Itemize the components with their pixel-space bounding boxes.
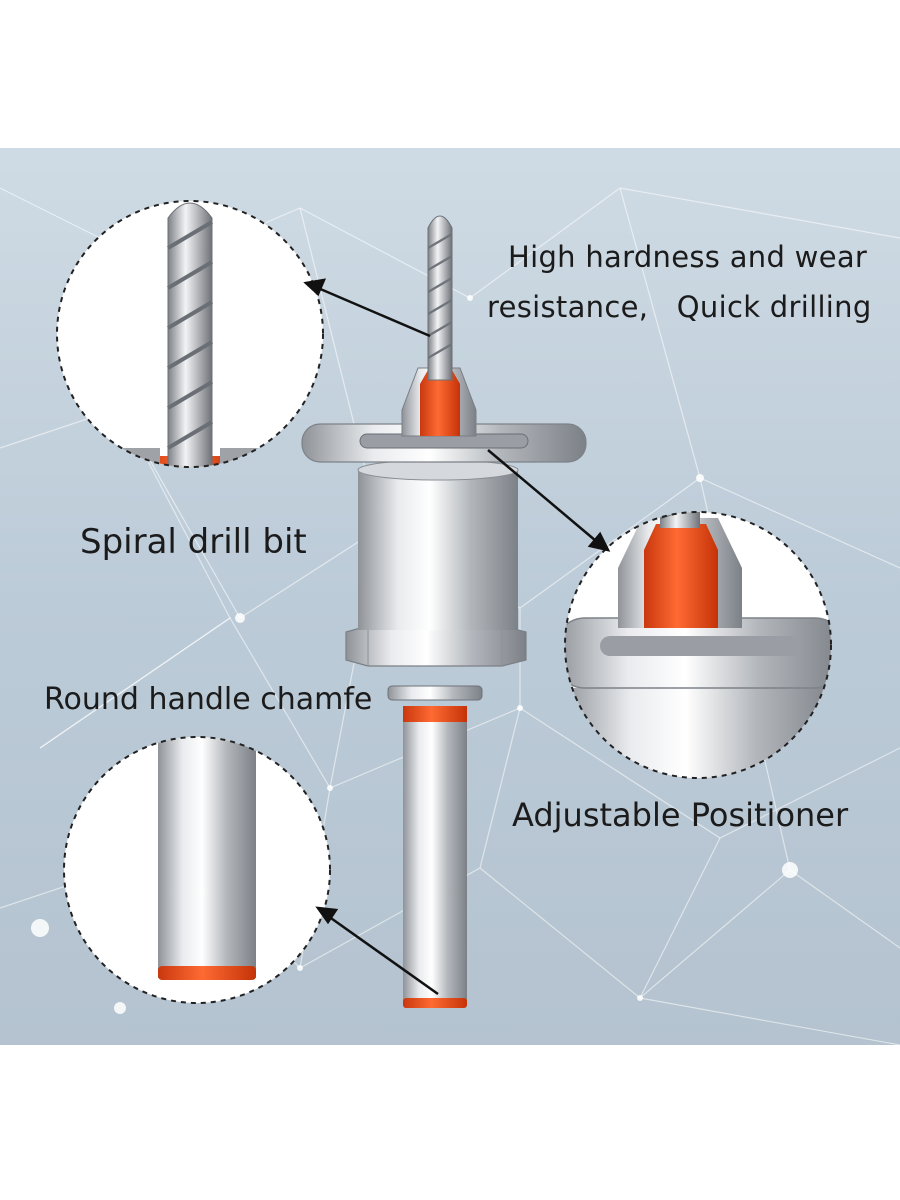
label-spiral-drill-bit: Spiral drill bit [80,522,307,562]
arrow-icon [303,278,611,996]
label-high-hardness: High hardness and wear [508,240,868,274]
callout-round-handle [63,736,331,1004]
label-quick-drilling: resistance, Quick drilling [487,290,872,324]
countersink-drill-bit [301,215,587,1008]
callout-adjustable-positioner [564,511,832,779]
product-scene [0,148,900,1045]
product-illustration [0,148,900,1045]
label-adjustable-positioner: Adjustable Positioner [512,796,849,834]
label-round-handle: Round handle chamfe [44,682,373,717]
